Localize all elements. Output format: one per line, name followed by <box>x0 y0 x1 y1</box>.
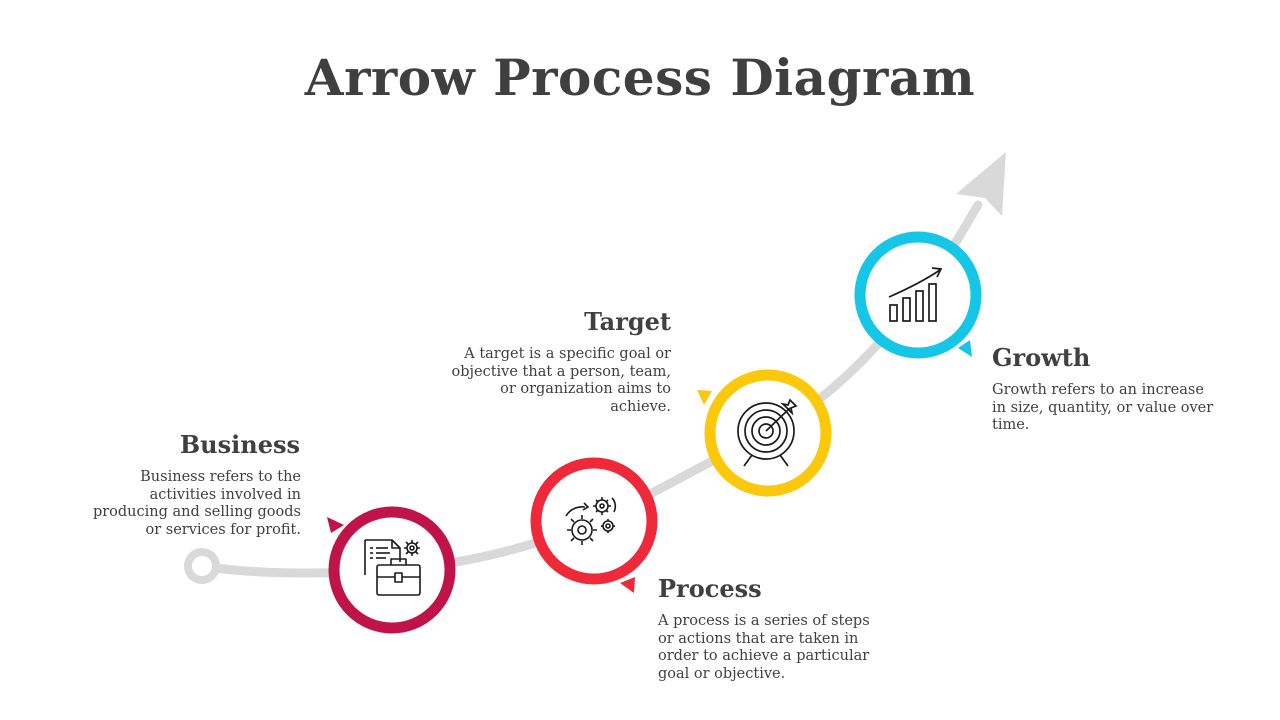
process-description: A process is a series of steps or action… <box>658 613 870 682</box>
target-circle <box>704 369 832 497</box>
business-pointer <box>327 517 344 533</box>
briefcase-document-gear-icon <box>364 539 421 596</box>
business-description: Business refers to the activities involv… <box>92 469 301 538</box>
growth-title: Growth <box>992 343 1091 372</box>
target-description: A target is a specific goal or objective… <box>451 346 672 415</box>
growth-pointer <box>958 340 972 357</box>
process-pointer <box>620 577 635 593</box>
business-title: Business <box>179 430 300 459</box>
growth-description: Growth refers to an increase in size, qu… <box>992 382 1214 433</box>
process-title: Process <box>658 574 762 603</box>
target-title: Target <box>584 307 671 336</box>
arrow-head <box>956 152 1006 216</box>
process-circle <box>530 457 658 585</box>
gears-icon <box>565 497 617 545</box>
arrow-start-ring <box>184 548 220 584</box>
growth-circle <box>854 231 982 359</box>
business-circle <box>328 506 456 634</box>
page-title: Arrow Process Diagram <box>304 48 976 107</box>
growth-chart-icon <box>888 267 943 322</box>
target-arrow-icon <box>737 398 798 467</box>
target-pointer <box>697 390 712 405</box>
